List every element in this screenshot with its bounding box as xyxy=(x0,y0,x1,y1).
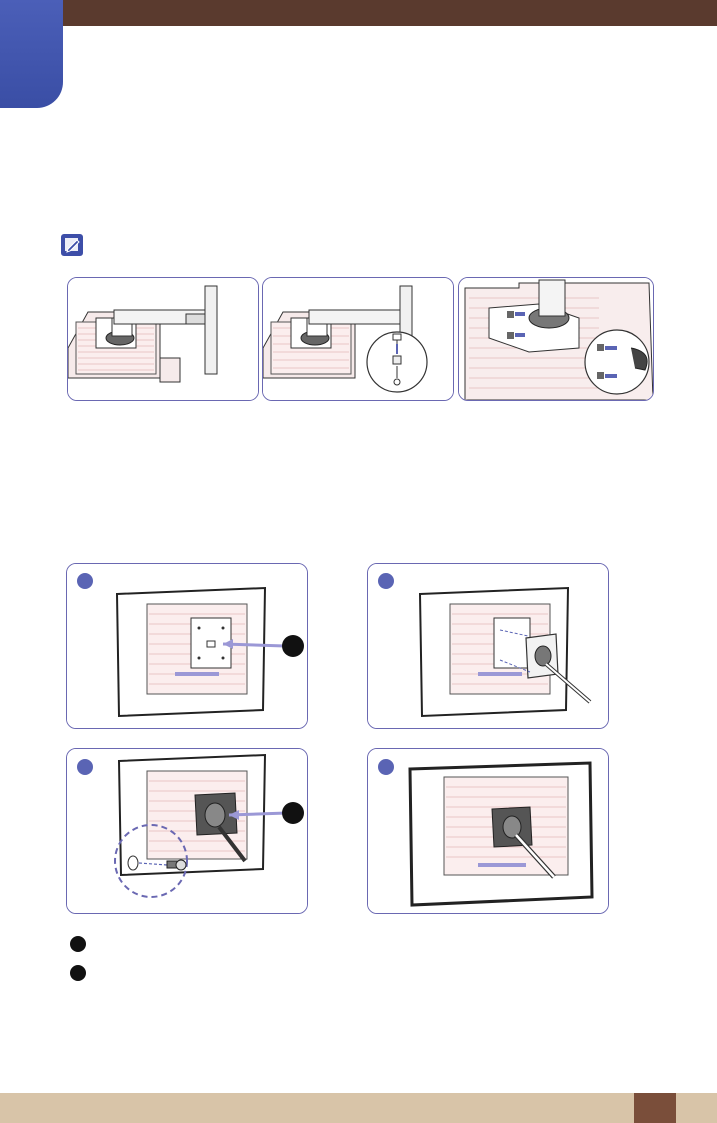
callout-2-badge xyxy=(282,802,304,824)
callout-1-badge xyxy=(282,635,304,657)
legend-2-badge xyxy=(70,965,86,981)
footer-bar xyxy=(0,1093,717,1123)
step-3-insert-screws-figure xyxy=(66,748,308,914)
chapter-tab xyxy=(0,0,63,108)
step-4-completed-figure xyxy=(367,748,609,914)
step-1-rear-view-figure xyxy=(66,563,308,729)
step-4-badge xyxy=(378,759,394,775)
slide-stand-off-figure xyxy=(458,277,654,401)
monitor-on-stand-figure xyxy=(67,277,259,401)
step-2-badge xyxy=(378,573,394,589)
stand-screw-removal-figure xyxy=(262,277,454,401)
note-pencil-icon xyxy=(60,233,84,257)
page-number-box xyxy=(634,1093,676,1123)
legend-1-badge xyxy=(70,936,86,952)
step-2-align-plate-figure xyxy=(367,563,609,729)
header-bar xyxy=(0,0,717,26)
step-1-badge xyxy=(77,573,93,589)
step-3-badge xyxy=(77,759,93,775)
